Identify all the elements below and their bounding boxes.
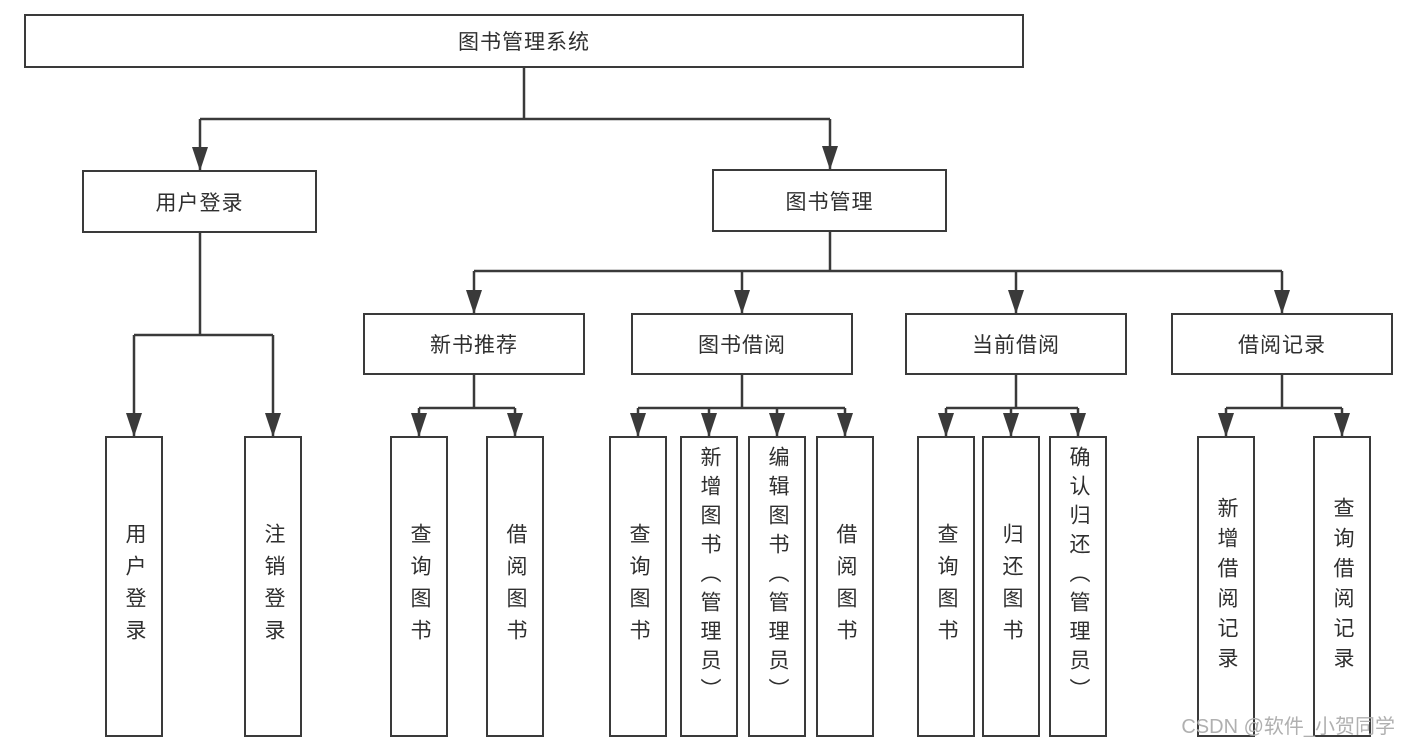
node-borrow-record-label: 借阅记录 (1238, 334, 1326, 357)
node-new-book-recommend-label: 新书推荐 (430, 334, 518, 357)
leaf-user-login: 用户登录 (105, 436, 163, 737)
leaf-confirm-return-admin-label: 确认归还（管理员） (1067, 446, 1091, 707)
leaf-logout: 注销登录 (244, 436, 302, 737)
leaf-current-query-book-label: 查询图书 (935, 522, 959, 651)
leaf-return-book: 归还图书 (982, 436, 1040, 737)
leaf-borrow-book-label: 借阅图书 (834, 522, 858, 651)
leaf-return-book-label: 归还图书 (1000, 522, 1024, 651)
node-root: 图书管理系统 (24, 14, 1024, 68)
leaf-recommend-borrow-book-label: 借阅图书 (504, 522, 528, 651)
leaf-current-query-book: 查询图书 (917, 436, 975, 737)
leaf-edit-book-admin: 编辑图书（管理员） (748, 436, 806, 737)
node-current-borrow-label: 当前借阅 (972, 334, 1060, 357)
leaf-recommend-borrow-book: 借阅图书 (486, 436, 544, 737)
leaf-add-book-admin-label: 新增图书（管理员） (698, 446, 722, 707)
leaf-recommend-query-book-label: 查询图书 (408, 522, 432, 651)
node-borrow-record: 借阅记录 (1171, 313, 1393, 375)
node-user-login: 用户登录 (82, 170, 317, 233)
leaf-add-borrow-record-label: 新增借阅记录 (1215, 496, 1239, 677)
node-root-label: 图书管理系统 (458, 31, 590, 54)
leaf-logout-label: 注销登录 (262, 522, 286, 651)
node-user-login-label: 用户登录 (155, 191, 244, 215)
leaf-recommend-query-book: 查询图书 (390, 436, 448, 737)
leaf-edit-book-admin-label: 编辑图书（管理员） (766, 446, 790, 707)
leaf-borrow-book: 借阅图书 (816, 436, 874, 737)
node-book-borrow-label: 图书借阅 (698, 334, 786, 357)
node-new-book-recommend: 新书推荐 (363, 313, 585, 375)
leaf-borrow-query-book-label: 查询图书 (627, 522, 651, 651)
node-book-management: 图书管理 (712, 169, 947, 232)
node-current-borrow: 当前借阅 (905, 313, 1127, 375)
leaf-add-borrow-record: 新增借阅记录 (1197, 436, 1255, 737)
node-book-management-label: 图书管理 (785, 190, 874, 214)
leaf-user-login-label: 用户登录 (123, 522, 147, 651)
leaf-borrow-query-book: 查询图书 (609, 436, 667, 737)
watermark: CSDN @软件_小贺同学 (1181, 716, 1395, 738)
leaf-add-book-admin: 新增图书（管理员） (680, 436, 738, 737)
leaf-query-borrow-record-label: 查询借阅记录 (1331, 496, 1355, 677)
leaf-query-borrow-record: 查询借阅记录 (1313, 436, 1371, 737)
leaf-confirm-return-admin: 确认归还（管理员） (1049, 436, 1107, 737)
node-book-borrow: 图书借阅 (631, 313, 853, 375)
